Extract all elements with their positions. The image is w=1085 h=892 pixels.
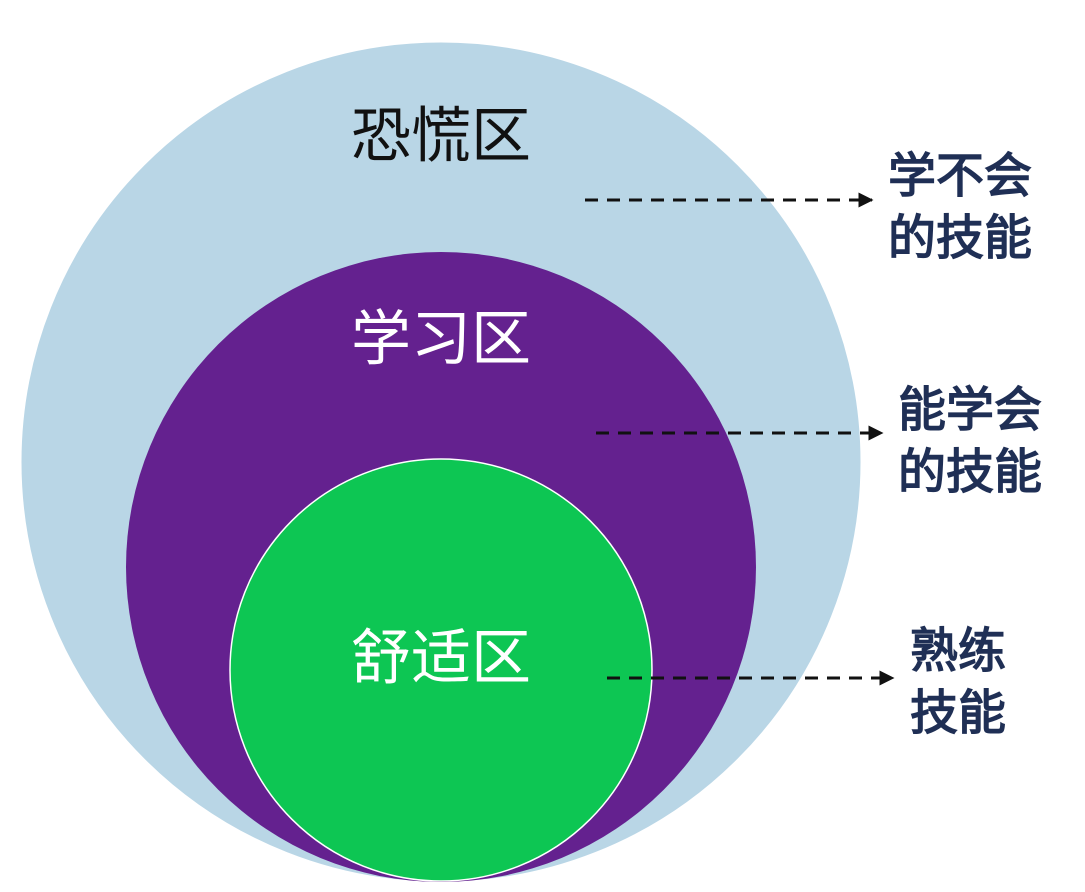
panic-note-line1: 学不会 <box>888 148 1033 204</box>
learning-zone-note: 能学会 的技能 <box>898 379 1042 503</box>
panic-note-line2: 的技能 <box>888 210 1033 266</box>
panic-zone-label: 恐慌区 <box>351 102 531 172</box>
learning-note-line1: 能学会 <box>898 382 1043 438</box>
comfort-zone-note: 熟练 技能 <box>910 620 1006 744</box>
comfort-note-line1: 熟练 <box>910 623 1007 679</box>
comfort-zone-circle <box>229 458 653 882</box>
comfort-zone-label: 舒适区 <box>351 624 531 694</box>
panic-zone-note: 学不会 的技能 <box>888 145 1032 269</box>
learning-note-line2: 的技能 <box>898 444 1043 500</box>
learning-zone-label: 学习区 <box>351 305 531 375</box>
comfort-note-line2: 技能 <box>910 685 1007 741</box>
